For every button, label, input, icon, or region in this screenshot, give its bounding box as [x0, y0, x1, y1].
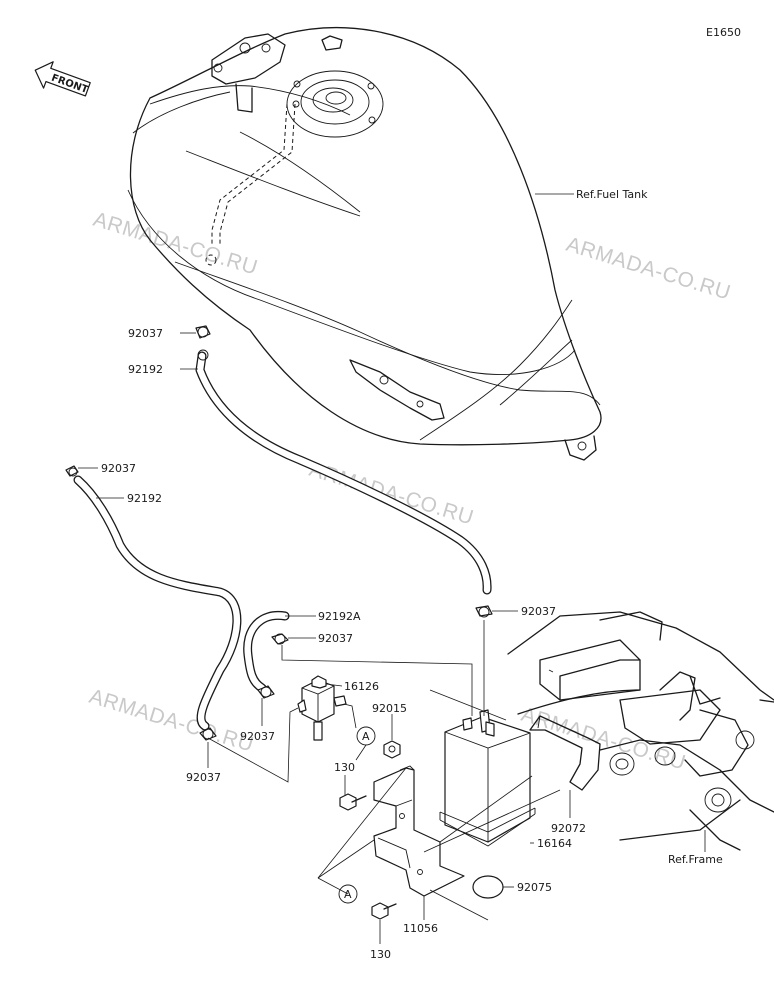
hose-tank	[195, 351, 492, 595]
callout-clamp-tank: 92037	[128, 327, 163, 340]
clamp-tank	[195, 325, 211, 361]
canister	[439, 709, 536, 847]
frame	[507, 611, 774, 851]
watermark: ARMADA-CO.RU	[87, 685, 257, 757]
clamp-short	[271, 633, 289, 645]
marker-a-lower-label: A	[344, 888, 352, 901]
callout-cap: 92075	[517, 881, 552, 894]
callout-hose-short: 92192A	[318, 610, 361, 623]
bracket	[373, 765, 465, 897]
callout-clamp-valve: 92037	[240, 730, 275, 743]
callout-clamp-left-bottom: 92037	[186, 771, 221, 784]
clamp-left-bottom	[199, 727, 217, 741]
callout-clamp-canister: 92037	[521, 605, 556, 618]
clamp-canister	[475, 605, 493, 618]
callout-bolt-upper: 130	[334, 761, 355, 774]
diagram-code: E1650	[706, 26, 741, 39]
solenoid-valve	[297, 675, 347, 741]
callout-hose-left: 92192	[127, 492, 162, 505]
hose-short	[243, 610, 290, 693]
watermark: ARMADA-CO.RU	[307, 458, 477, 530]
hose-left	[73, 475, 242, 731]
callout-damper: 92072	[551, 822, 586, 835]
ref-frame-label: Ref.Frame	[668, 853, 723, 866]
callout-canister: 16164	[537, 837, 572, 850]
nut	[383, 740, 401, 759]
clamp-left-top	[65, 465, 79, 477]
ref-fuel-tank-label: Ref.Fuel Tank	[576, 188, 648, 201]
callout-bracket: 11056	[403, 922, 438, 935]
callout-clamp-short: 92037	[318, 632, 353, 645]
watermark: ARMADA-CO.RU	[519, 703, 689, 775]
callout-nut: 92015	[372, 702, 407, 715]
marker-a-upper: A	[356, 726, 376, 746]
cap	[472, 875, 504, 899]
bolt-lower	[371, 902, 397, 920]
watermark: ARMADA-CO.RU	[564, 233, 734, 305]
callout-hose-tank: 92192	[128, 363, 163, 376]
callout-valve: 16126	[344, 680, 379, 693]
marker-a-lower: A	[338, 884, 358, 904]
front-arrow-icon: FRONT	[34, 61, 91, 97]
damper	[529, 715, 601, 791]
fuel-tank	[127, 27, 602, 461]
bolt-upper	[339, 793, 367, 811]
clamp-valve	[257, 685, 275, 699]
callout-bolt-lower: 130	[370, 948, 391, 961]
callout-clamp-left-top: 92037	[101, 462, 136, 475]
marker-a-upper-label: A	[362, 730, 370, 743]
